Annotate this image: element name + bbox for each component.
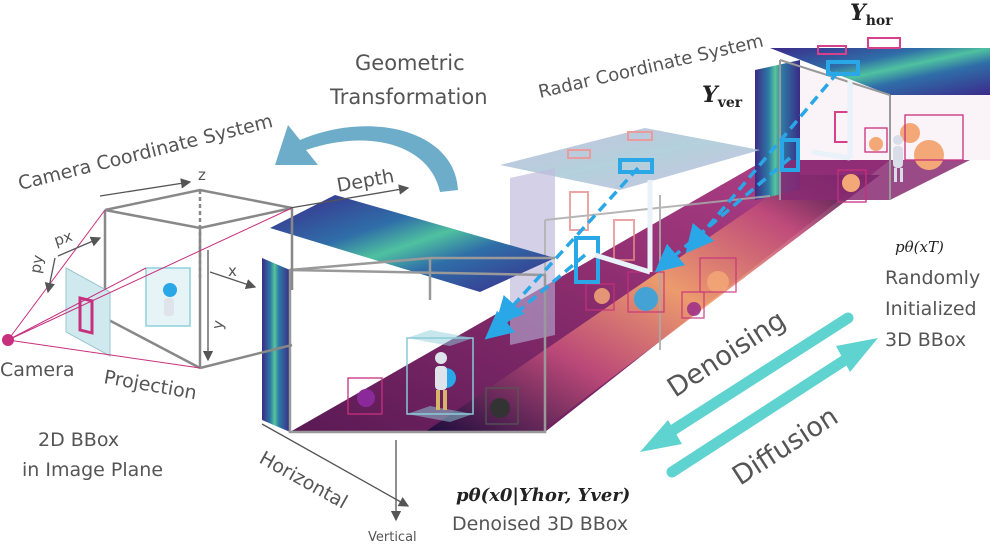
horizontal-axis	[261, 423, 410, 507]
axis-z-label: z	[198, 166, 206, 184]
randomly-label-1: Randomly	[885, 267, 980, 289]
initial-cube	[755, 37, 990, 203]
camera-axes	[44, 178, 257, 362]
randomly-label-3: 3D BBox	[885, 329, 966, 351]
geometric-transformation-arrow	[275, 125, 458, 192]
denoising-arrow	[640, 312, 854, 452]
dashed-projection-arrows	[484, 60, 860, 340]
camera-label: Camera	[0, 359, 75, 381]
bbox-2d-label-1: 2D BBox	[38, 429, 119, 451]
geometric-transformation-label-2: Transformation	[329, 85, 488, 109]
camera-cube	[103, 188, 294, 370]
y-ver-label: Yver	[702, 82, 743, 111]
image-plane	[65, 267, 111, 357]
projection-label: Projection	[102, 366, 198, 404]
p-theta-x0-label: pθ(x0|Yhor, Yver)	[456, 485, 630, 506]
geometric-transformation-label-1: Geometric	[355, 51, 465, 75]
randomly-label-2: Initialized	[885, 298, 977, 320]
depth-axis	[289, 184, 410, 209]
white-projection-arrows	[594, 80, 853, 275]
camera-point	[2, 334, 14, 346]
radar-coordinate-system-label: Radar Coordinate System	[536, 31, 765, 103]
bbox-2d-label-2: in Image Plane	[22, 459, 163, 481]
axis-px-label: px	[52, 227, 75, 250]
horizontal-label: Horizontal	[256, 447, 352, 513]
diffusion-arrow	[666, 338, 878, 478]
axis-y-label: y	[208, 319, 227, 331]
axis-py-label: py	[26, 253, 47, 274]
camera-bbox-3d	[145, 267, 191, 327]
diffusion-label: Diffusion	[727, 401, 844, 492]
person-figure-right	[893, 135, 903, 182]
y-hor-label: Yhor	[850, 0, 893, 29]
vertical-label: Vertical	[368, 530, 417, 545]
camera-rays	[7, 207, 293, 369]
denoised-3d-bbox-label: Denoised 3D BBox	[452, 513, 628, 535]
camera-coordinate-system-label: Camera Coordinate System	[16, 110, 275, 195]
person-figure-front	[435, 352, 447, 410]
front-cube	[262, 195, 555, 434]
axis-x-label: x	[228, 262, 237, 280]
p-theta-xT-label: pθ(xT)	[895, 238, 944, 256]
